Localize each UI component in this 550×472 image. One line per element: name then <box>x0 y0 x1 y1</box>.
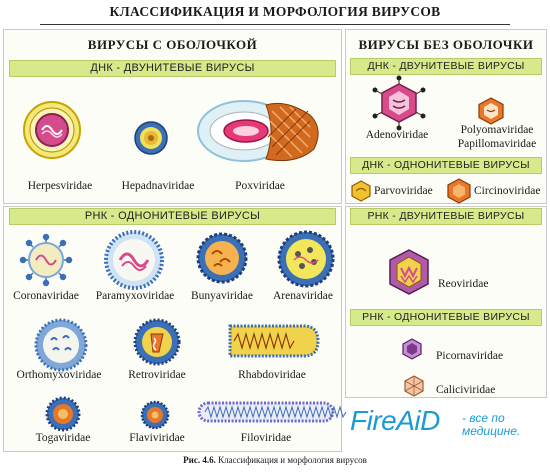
brand-logo: FireAiD <box>350 405 440 436</box>
label-rhabdoviridae: Rhabdoviridae <box>238 369 306 381</box>
adeno-virus-icon <box>372 75 426 131</box>
label-retroviridae: Retroviridae <box>128 369 186 381</box>
label-paramyxoviridae: Paramyxoviridae <box>95 290 175 302</box>
label-flaviviridae: Flaviviridae <box>129 432 185 444</box>
naked-header: ВИРУСЫ БЕЗ ОБОЛОЧКИ <box>358 37 534 52</box>
parvo-virus-icon <box>351 180 371 202</box>
naked-dna-ds-bar: ДНК - ДВУНИТЕВЫЕ ВИРУСЫ <box>350 58 542 75</box>
pox-virus-icon <box>197 100 319 162</box>
naked-rna-ds-bar: РНК - ДВУНИТЕВЫЕ ВИРУСЫ <box>350 208 542 225</box>
brand-note: - все по медицине. <box>462 412 520 438</box>
brand-note-line-2: медицине. <box>462 424 521 438</box>
calici-virus-icon <box>404 375 424 397</box>
label-parvoviridae: Parvoviridae <box>374 185 433 197</box>
rhabdo-virus-icon <box>228 324 320 358</box>
filo-virus-icon <box>197 401 347 423</box>
circino-virus-icon <box>447 178 471 204</box>
caption-text: Классификация и морфология вирусов <box>218 455 367 465</box>
toga-virus-icon <box>45 396 81 432</box>
naked-rna-ss-bar: РНК - ОДНОНИТЕВЫЕ ВИРУСЫ <box>350 309 542 326</box>
naked-rna-panel <box>345 206 547 398</box>
label-togaviridae: Togaviridae <box>35 432 91 444</box>
retro-virus-icon <box>133 318 181 366</box>
polyoma-virus-icon <box>478 97 504 125</box>
hepadna-virus-icon <box>134 121 168 155</box>
label-hepadnaviridae: Hepadnaviridae <box>121 180 195 192</box>
orthomyxo-virus-icon <box>34 318 88 372</box>
picorna-virus-icon <box>402 338 422 360</box>
enveloped-header: ВИРУСЫ С ОБОЛОЧКОЙ <box>87 37 258 52</box>
arena-virus-icon <box>277 230 335 288</box>
label-herpesviridae: Herpesviridae <box>27 180 93 192</box>
label-adenoviridae: Adenoviridae <box>365 129 429 141</box>
label-arenaviridae: Arenaviridae <box>272 290 334 302</box>
label-caliciviridae: Caliciviridae <box>436 384 496 396</box>
label-polyomaviridae: Polyomaviridae <box>460 124 534 136</box>
paramyxo-virus-icon <box>104 230 164 290</box>
label-picornaviridae: Picornaviridae <box>436 350 504 362</box>
flavi-virus-icon <box>140 400 170 430</box>
bunya-virus-icon <box>196 232 248 284</box>
herpes-virus-icon <box>23 101 81 159</box>
brand-note-line-1: - все по <box>462 411 505 425</box>
title-rule <box>40 24 510 25</box>
label-filoviridae: Filoviridae <box>240 432 292 444</box>
reo-virus-icon <box>389 249 429 295</box>
label-bunyaviridae: Bunyaviridae <box>191 290 253 302</box>
label-coronaviridae: Coronaviridae <box>13 290 79 302</box>
enveloped-rna-bar: РНК - ОДНОНИТЕВЫЕ ВИРУСЫ <box>9 208 336 225</box>
corona-virus-icon <box>19 233 73 287</box>
caption-prefix: Рис. 4.6. <box>183 455 216 465</box>
naked-dna-ss-bar: ДНК - ОДНОНИТЕВЫЕ ВИРУСЫ <box>350 157 542 174</box>
label-orthomyxoviridae: Orthomyxoviridae <box>16 369 102 381</box>
label-reoviridae: Reoviridae <box>438 278 489 290</box>
label-poxviridae: Poxviridae <box>235 180 285 192</box>
page-title: КЛАССИФИКАЦИЯ И МОРФОЛОГИЯ ВИРУСОВ <box>109 4 441 19</box>
label-papillomaviridae: Papillomaviridae <box>457 138 537 150</box>
enveloped-dna-bar: ДНК - ДВУНИТЕВЫЕ ВИРУСЫ <box>9 60 336 77</box>
figure-caption: Рис. 4.6. Классификация и морфология вир… <box>0 455 550 465</box>
label-circinoviridae: Circinoviridae <box>474 185 541 197</box>
